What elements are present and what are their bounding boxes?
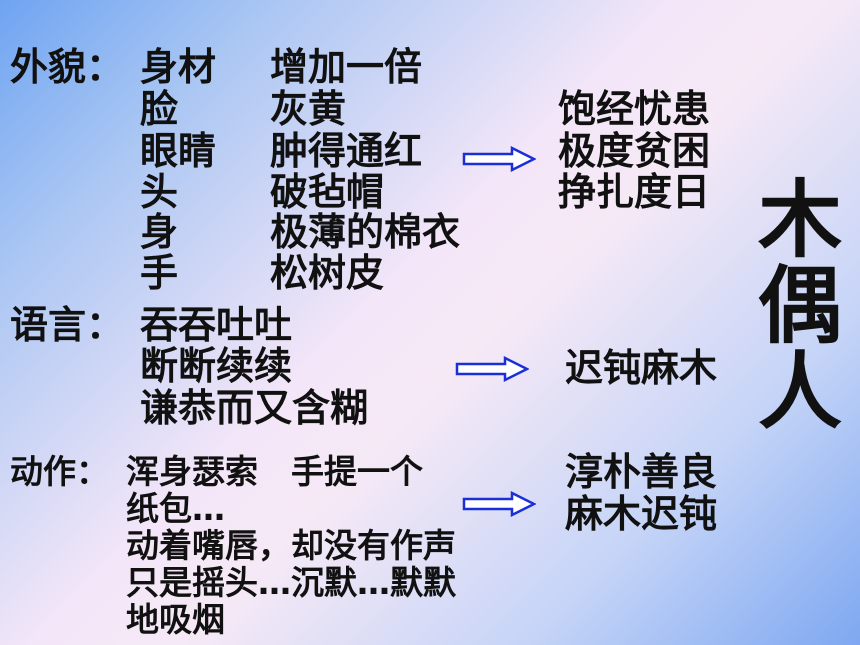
appearance-desc: 灰黄 [270, 87, 347, 131]
action-line: 只是摇头…沉默…默默 [126, 563, 456, 602]
speech-conclusion: 迟钝麻木 [565, 346, 718, 390]
right-arrow-icon [462, 491, 536, 517]
action-line: 地吸烟 [126, 600, 225, 639]
summary-char: 偶 [758, 257, 843, 355]
action-line: 纸包… [126, 489, 225, 528]
action-line: 动着嘴唇，却没有作声 [126, 526, 456, 565]
appearance-conclusion: 饱经忧患 [558, 87, 711, 131]
appearance-conclusion: 极度贫困 [558, 129, 711, 173]
action-conclusion: 淳朴善良 [565, 450, 718, 494]
right-arrow-icon [462, 146, 536, 172]
speech-label: 语言： [10, 303, 125, 347]
appearance-desc: 破毡帽 [270, 170, 385, 214]
appearance-part: 手 [140, 251, 179, 295]
action-label: 动作： [10, 452, 109, 491]
action-line: 浑身瑟索 手提一个 [126, 452, 423, 491]
appearance-desc: 松树皮 [270, 251, 385, 295]
appearance-part: 身材 [140, 45, 217, 89]
appearance-conclusion: 挣扎度日 [558, 170, 711, 214]
speech-line: 断断续续 [140, 344, 293, 388]
appearance-desc: 增加一倍 [270, 45, 423, 89]
appearance-desc: 极薄的棉衣 [270, 210, 461, 254]
right-arrow-icon [455, 356, 529, 382]
appearance-part: 头 [140, 170, 179, 214]
appearance-part: 眼睛 [140, 129, 217, 173]
speech-line: 谦恭而又含糊 [140, 386, 369, 430]
summary-char: 人 [758, 343, 843, 441]
appearance-part: 脸 [140, 87, 179, 131]
summary-char: 木 [758, 171, 843, 269]
appearance-label: 外貌： [10, 45, 125, 89]
action-conclusion: 麻木迟钝 [565, 492, 718, 536]
appearance-desc: 肿得通红 [270, 129, 423, 173]
speech-line: 吞吞吐吐 [140, 303, 293, 347]
appearance-part: 身 [140, 210, 179, 254]
